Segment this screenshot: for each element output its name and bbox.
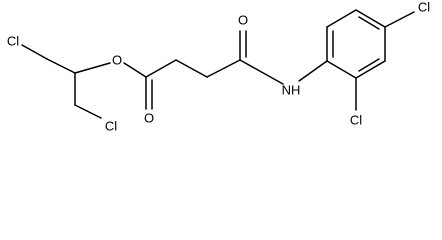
ester-oxygen-label: O (112, 52, 122, 67)
bond-cl-ch2-top (21, 44, 48, 60)
bond-ch2-ch-top (46, 58, 76, 74)
bond-chain-1 (145, 59, 177, 78)
bond-ch-o-ester (74, 62, 111, 74)
ring-bond-c1-c2 (326, 60, 357, 79)
cl-top-left-label: Cl (7, 33, 19, 48)
ring-bond-c5-c6 (326, 9, 357, 28)
bonds (21, 9, 415, 119)
bond-chain-2 (175, 59, 208, 78)
ester-carbonyl-oxygen-label: O (144, 110, 154, 125)
ring-inner-c4-c5 (358, 16, 380, 30)
amide-carbonyl-oxygen-label: O (238, 12, 248, 27)
bond-amide-c-n (239, 59, 284, 85)
chemical-structure: Cl Cl O O O NH Cl Cl (7, 0, 430, 133)
bond-chain-3 (206, 59, 241, 78)
bond-o-carbonyl-c (123, 62, 147, 78)
ring-bond-c2-c3 (355, 60, 386, 79)
ring-inner-c2-c3 (358, 58, 380, 72)
bond-ch2-cl-bottom (74, 104, 102, 119)
ring-cl-para-label: Cl (418, 0, 430, 14)
bond-n-ring (298, 60, 328, 82)
ring-cl-ortho-label: Cl (350, 112, 362, 127)
cl-bottom-left-label: Cl (105, 118, 117, 133)
atom-labels: Cl Cl O O O NH Cl Cl (7, 0, 430, 133)
bond-ring-cl-para (384, 11, 415, 28)
ring-bond-c4-c5 (355, 9, 386, 28)
amide-nitrogen-label: NH (282, 82, 301, 97)
